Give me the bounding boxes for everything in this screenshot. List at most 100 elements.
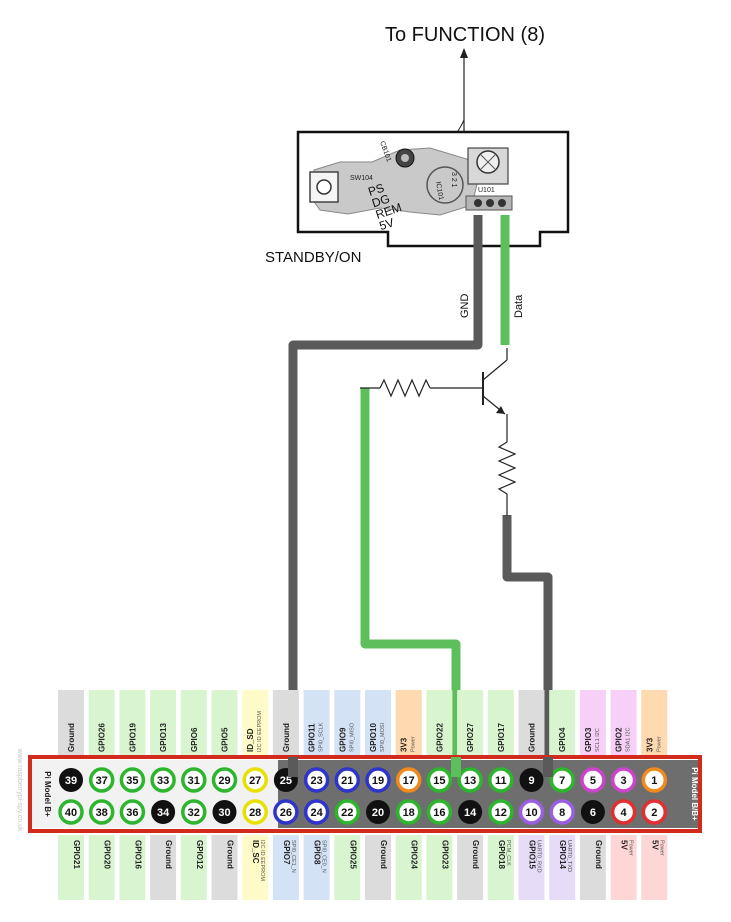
pin-label-bg [303, 835, 330, 900]
pin-name: GPIO6 [190, 727, 199, 752]
pin-label-bg [457, 690, 484, 755]
pin-number: 29 [218, 775, 230, 787]
pin-subname: I2C ID EEPROM [259, 840, 265, 881]
pin-label-bg [119, 690, 146, 755]
pin-label-bg [88, 835, 115, 900]
pin-6 [580, 800, 605, 824]
pin-label-15: GPIO22 [435, 723, 444, 752]
pin-27 [242, 767, 268, 793]
pin-37 [88, 767, 115, 793]
pin-28 [242, 799, 268, 825]
pin-number: 38 [96, 807, 108, 819]
pin-subname: PCM_CLK [505, 840, 511, 866]
ic-label: IC101 [434, 181, 444, 201]
pin-number: 16 [433, 807, 445, 819]
pin-name: 5V [650, 840, 659, 850]
pin-number: 35 [126, 775, 138, 787]
ps-label: PS [366, 181, 386, 199]
pin-label-29: GPIO5 [221, 727, 230, 752]
pin-label-bg [88, 690, 115, 755]
pin-number: 36 [126, 807, 138, 819]
pin-label-bg [365, 835, 391, 900]
pin-26 [273, 799, 299, 825]
pin-label-bg [150, 690, 177, 755]
pin-4 [610, 799, 637, 825]
pin-label-bg [518, 835, 545, 900]
pin-number: 9 [528, 775, 534, 787]
pin-name: GPIO24 [410, 840, 419, 869]
pin-12 [488, 799, 514, 825]
pin-subname: SDA1 I2C [626, 728, 632, 752]
pin-label-bg [610, 835, 637, 900]
pin-30 [212, 800, 237, 824]
pin-39 [59, 768, 83, 792]
pin-number: 20 [372, 807, 384, 819]
pin-name: Ground [67, 723, 76, 752]
gnd-wire [288, 215, 483, 780]
pin-label-bg [610, 690, 637, 755]
pin-label-bg [426, 835, 453, 900]
pin-number: 17 [403, 775, 415, 787]
sw-label: SW104 [350, 175, 373, 182]
pin-subname: Power [656, 736, 662, 752]
pin-35 [119, 767, 146, 793]
pin-label-bg [579, 835, 606, 900]
pin-number: 8 [559, 807, 565, 819]
pin-name: GPIO20 [103, 840, 112, 869]
wire-ends [288, 757, 553, 777]
pin-name: GPIO10 [369, 723, 378, 752]
pin-label-7: GPIO4 [558, 727, 567, 752]
pin-label-39: Ground [67, 723, 76, 752]
pin-number: 19 [372, 775, 384, 787]
pin-label-bg [303, 690, 330, 755]
pin-name: GPIO17 [497, 723, 506, 752]
pin-name: Ground [282, 723, 291, 752]
pin-subname: SPI0_CE0_N [321, 840, 327, 873]
pin-order-label: 3 2 1 [450, 172, 457, 188]
pin-label-bg [58, 690, 84, 755]
pin-5 [580, 767, 606, 793]
pin-label-34: Ground [164, 840, 173, 869]
pin-name: GPIO11 [308, 723, 317, 752]
pin-label-36: GPIO16 [133, 840, 142, 869]
pin-label-bg [549, 835, 576, 900]
switch-button-icon [316, 179, 332, 195]
pin-label-bg [365, 690, 391, 755]
pin-label-35: GPIO19 [128, 723, 137, 752]
pin-29 [211, 767, 238, 793]
pin-number: 37 [96, 775, 108, 787]
pin-label-bg [426, 690, 453, 755]
pin-subname: UART0_TXD [566, 840, 572, 872]
pin-19 [365, 767, 391, 793]
5v-label: 5V [378, 215, 396, 233]
pin-label-bg [119, 835, 146, 900]
pin-number: 12 [495, 807, 507, 819]
pcb-board: SW104 PS DG REM 5V CB101 IC101 U101 3 2 … [296, 130, 570, 248]
pin-label-16: GPIO23 [440, 840, 449, 869]
pin-name: GPIO12 [195, 840, 204, 869]
pin-name: GPIO25 [348, 840, 357, 869]
pin-name: Ground [379, 840, 388, 869]
pin-15 [426, 767, 453, 793]
pin-label-33: GPIO13 [159, 723, 168, 752]
pin-name: ID_SC [251, 840, 260, 864]
pin-label-9: Ground [528, 723, 537, 752]
pin-label-40: GPIO21 [72, 840, 81, 869]
pin-label-bg [641, 690, 668, 755]
pin-label-bg [549, 690, 576, 755]
dg-label: DG [370, 191, 391, 210]
pin-subname: SCL1 I2C [595, 728, 601, 752]
pin-name: GPIO19 [128, 723, 137, 752]
pin-number: 7 [559, 775, 565, 787]
pin-label-25: Ground [282, 723, 291, 752]
pin-name: GPIO3 [584, 727, 593, 752]
